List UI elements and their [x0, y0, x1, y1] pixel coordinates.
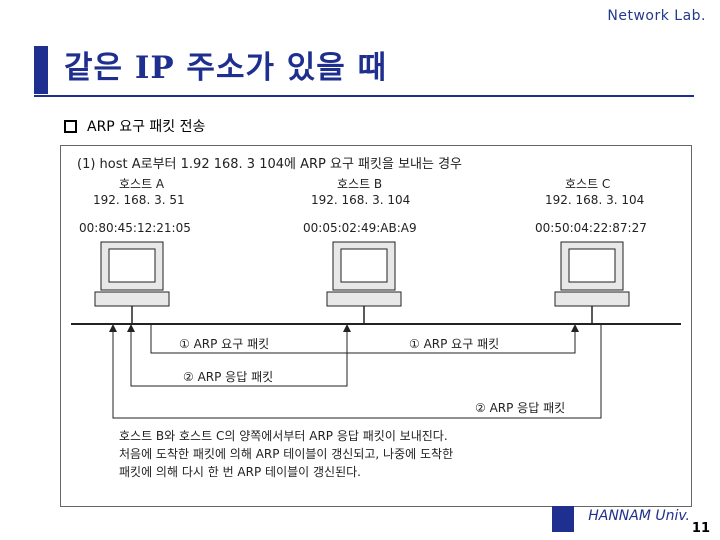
- response-label-1: ② ARP 응답 패킷: [183, 370, 273, 384]
- arp-diagram: (1) host A로부터 1.92 168. 3 104에 ARP 요구 패킷…: [60, 145, 692, 507]
- label-bg: [173, 336, 291, 352]
- university-logo-icon: [552, 506, 574, 532]
- request-arrow-to-c: [347, 324, 579, 354]
- computer-icon: [326, 241, 402, 307]
- square-bullet-icon: [64, 119, 77, 133]
- host-c-mac: 00:50:04:22:87:27: [535, 221, 647, 235]
- response-arrow-from-b: [127, 324, 348, 387]
- bullet-text: ARP 요구 패킷 전송: [87, 119, 206, 135]
- computer-icon: [94, 241, 170, 307]
- host-a-mac: 00:80:45:12:21:05: [79, 221, 191, 235]
- note-line-1: 호스트 B와 호스트 C의 양쪽에서부터 ARP 응답 패킷이 보내진다.: [119, 429, 448, 443]
- host-c-name: 호스트 C: [565, 177, 610, 191]
- diagram-caption: (1) host A로부터 1.92 168. 3 104에 ARP 요구 패킷…: [77, 157, 462, 172]
- host-a-name: 호스트 A: [119, 177, 165, 191]
- computer-icon: [554, 241, 630, 307]
- host-c: 호스트 C 192. 168. 3. 104 00:50:04:22:87:27: [535, 177, 647, 307]
- lab-name: Network Lab.: [607, 8, 706, 24]
- title-accent-bar: [34, 46, 48, 94]
- bullet-item: ARP 요구 패킷 전송: [64, 116, 205, 136]
- host-b: 호스트 B 192. 168. 3. 104 00:05:02:49:AB:A9: [303, 177, 417, 307]
- host-a: 호스트 A 192. 168. 3. 51 00:80:45:12:21:05: [79, 177, 191, 307]
- response-arrow-from-c: [109, 324, 602, 419]
- host-c-ip: 192. 168. 3. 104: [545, 193, 644, 207]
- page-number: 11: [691, 521, 710, 536]
- host-b-mac: 00:05:02:49:AB:A9: [303, 221, 417, 235]
- request-label-1: ① ARP 요구 패킷: [179, 337, 269, 351]
- note-line-3: 패킷에 의해 다시 한 번 ARP 테이블이 갱신된다.: [119, 465, 361, 479]
- university-name: HANNAM Univ.: [588, 508, 690, 524]
- request-label-2: ① ARP 요구 패킷: [409, 337, 499, 351]
- note-line-2: 처음에 도착한 패킷에 의해 ARP 테이블이 갱신되고, 나중에 도착한: [119, 447, 453, 461]
- title-divider: [34, 95, 694, 97]
- diagram-svg: (1) host A로부터 1.92 168. 3 104에 ARP 요구 패킷…: [71, 157, 681, 479]
- label-bg: [403, 336, 523, 352]
- host-b-name: 호스트 B: [337, 177, 382, 191]
- host-a-ip: 192. 168. 3. 51: [93, 193, 185, 207]
- host-b-ip: 192. 168. 3. 104: [311, 193, 410, 207]
- slide-title: 같은 IP 주소가 있을 때: [64, 50, 388, 86]
- response-label-2: ② ARP 응답 패킷: [475, 401, 565, 415]
